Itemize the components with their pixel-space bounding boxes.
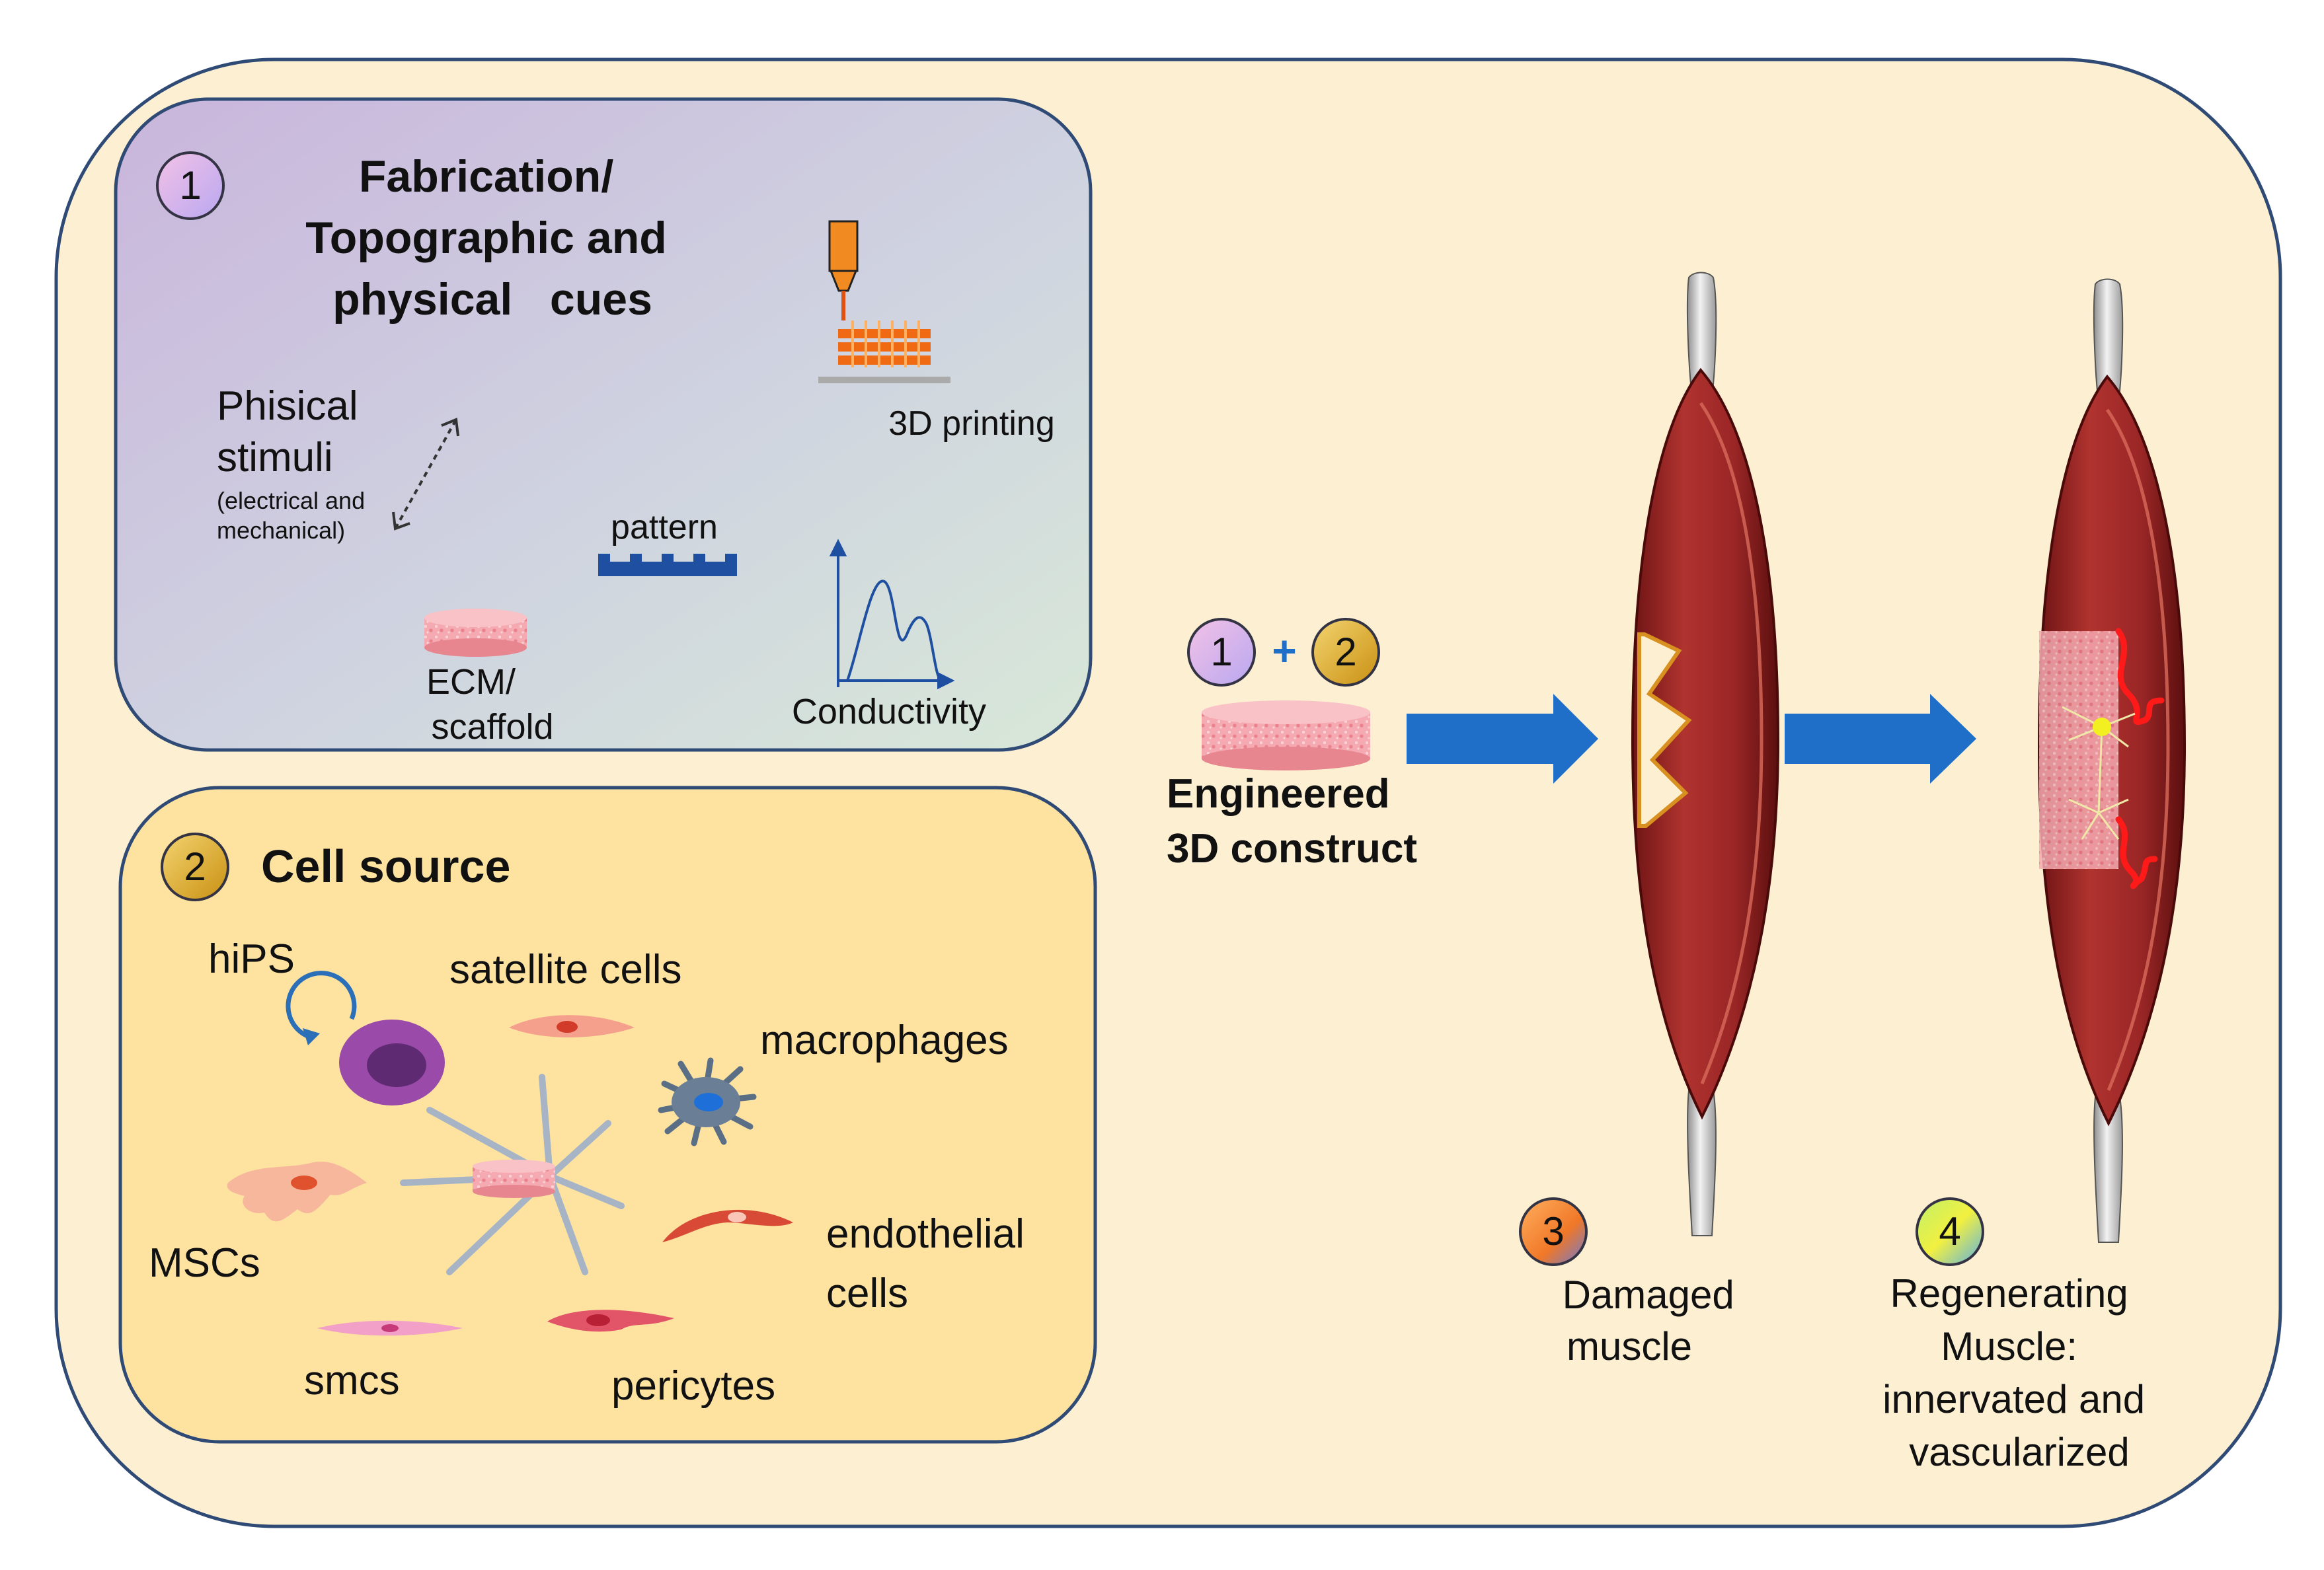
- damaged-muscle-illustration: [1631, 272, 1780, 1236]
- construct-label: Engineered 3D construct: [1167, 771, 1417, 872]
- 3d-printer-icon: [818, 220, 950, 383]
- smcs-label: smcs: [304, 1358, 400, 1403]
- double-arrow-icon: [392, 418, 459, 531]
- conductivity-graph-icon: [829, 539, 955, 690]
- badge-construct-2-number: 2: [1335, 630, 1356, 674]
- construct-scaffold-icon: [1202, 700, 1370, 770]
- badge-4-number: 4: [1939, 1209, 1960, 1253]
- badge-2-number: 2: [184, 844, 206, 889]
- arrow-to-regenerating: [1785, 694, 1976, 784]
- badge-4: [1916, 1197, 1984, 1266]
- badge-construct-1: [1187, 618, 1256, 687]
- plus-sign: +: [1272, 627, 1296, 675]
- endothelial-cell-icon: [662, 1209, 793, 1242]
- scaffold-hub-icon: [473, 1160, 555, 1198]
- regenerating-muscle-label: Regenerating Muscle: innervated and vasc…: [1882, 1271, 2156, 1474]
- badge-3-number: 3: [1542, 1209, 1564, 1253]
- hips-label: hiPS: [208, 936, 295, 982]
- arrow-to-damaged: [1407, 694, 1598, 784]
- physical-stimuli-label: Phisical stimuli: [217, 383, 369, 480]
- satellite-cells-label: satellite cells: [449, 947, 681, 992]
- panel-cell-source-title: Cell source: [261, 841, 510, 892]
- badge-2: [161, 833, 229, 901]
- hips-cell-icon: [286, 971, 445, 1105]
- 3d-printing-label: 3D printing: [888, 404, 1054, 443]
- ecm-scaffold-label: ECM/ scaffold: [426, 662, 554, 747]
- msc-cell-icon: [227, 1162, 367, 1222]
- panel-cell-source: 2 Cell source hiPS satellite cells: [118, 786, 1097, 1444]
- damaged-muscle-label: Damaged muscle: [1563, 1273, 1746, 1368]
- panel-fabrication: 1 Fabrication/ Topographic and physical …: [114, 97, 1093, 752]
- badge-construct-1-number: 1: [1210, 630, 1232, 674]
- macrophages-label: macrophages: [760, 1018, 1009, 1063]
- pattern-icon: [598, 554, 737, 576]
- endothelial-cells-label: endothelial cells: [826, 1211, 1036, 1316]
- engineered-construct: 1 + 2 Engineered 3D construct: [1167, 618, 1417, 872]
- badge-1-number: 1: [179, 163, 201, 207]
- satellite-cell-icon: [509, 1015, 635, 1037]
- panel-cell-source-box: [118, 786, 1097, 1444]
- scaffold-disc-icon: [424, 609, 527, 657]
- pattern-label: pattern: [611, 508, 718, 546]
- mscs-label: MSCs: [149, 1240, 260, 1286]
- badge-construct-2: [1311, 618, 1380, 687]
- macrophage-icon: [658, 1057, 757, 1146]
- smc-cell-icon: [317, 1320, 463, 1336]
- regenerating-muscle-illustration: [2037, 278, 2187, 1243]
- conductivity-label: Conductivity: [792, 692, 986, 731]
- badge-3: [1519, 1197, 1588, 1266]
- badge-1: [156, 151, 225, 220]
- panel-fabrication-title: Fabrication/ Topographic and physical cu…: [305, 151, 679, 324]
- pericytes-label: pericytes: [611, 1363, 775, 1409]
- pericyte-cell-icon: [547, 1310, 674, 1332]
- physical-stimuli-note: (electrical and mechanical): [217, 487, 371, 544]
